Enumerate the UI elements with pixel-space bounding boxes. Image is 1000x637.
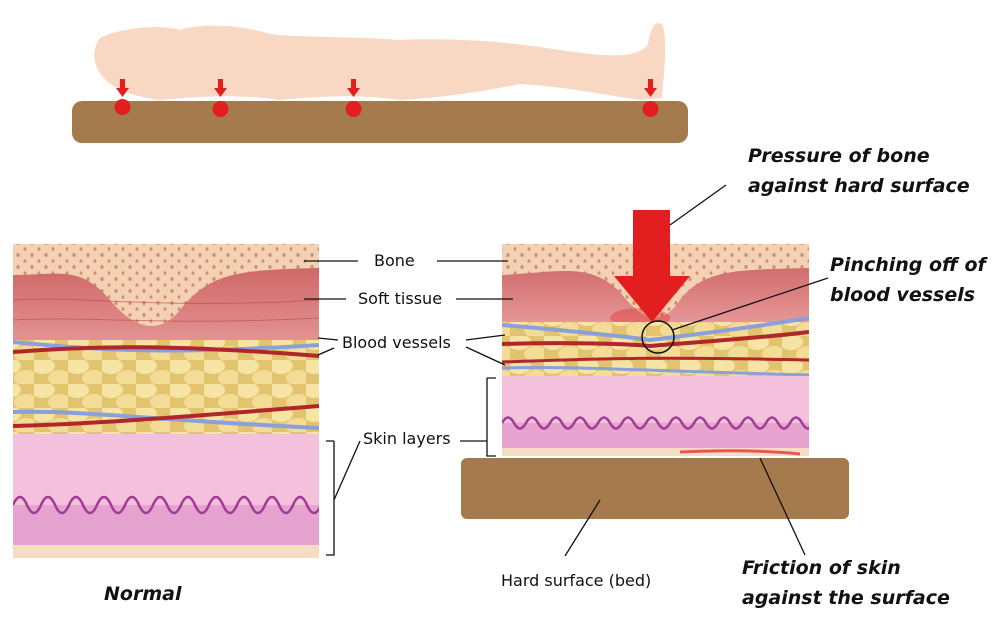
pressure-point-hip xyxy=(345,79,362,117)
label-blood-vessels: Blood vessels xyxy=(342,333,451,352)
label-normal: Normal xyxy=(104,583,182,605)
label-pressure: Pressure of bone against hard surface xyxy=(748,141,970,201)
label-friction-line1: Friction of skin xyxy=(742,557,901,579)
pressure-point-heel xyxy=(642,79,659,117)
leader-lines xyxy=(304,184,829,557)
label-pinching-line1: Pinching off of xyxy=(830,254,986,276)
bed-top xyxy=(72,101,688,143)
pressure-arrow xyxy=(614,210,690,322)
label-skin-layers: Skin layers xyxy=(363,429,451,448)
label-bone: Bone xyxy=(374,251,415,270)
body-silhouette xyxy=(94,23,666,100)
label-soft-tissue: Soft tissue xyxy=(358,289,443,308)
label-pinching: Pinching off of blood vessels xyxy=(830,250,986,310)
label-friction: Friction of skin against the surface xyxy=(742,553,950,613)
pressure-point-shoulder xyxy=(212,79,229,117)
compressed-tissue-panel xyxy=(502,244,809,456)
label-pressure-line1: Pressure of bone xyxy=(748,145,930,167)
label-friction-line2: against the surface xyxy=(742,587,950,609)
label-pinching-line2: blood vessels xyxy=(830,284,976,306)
label-hard-surface: Hard surface (bed) xyxy=(501,571,652,590)
label-pressure-line2: against hard surface xyxy=(748,175,970,197)
pinch-highlight-circle xyxy=(641,320,675,354)
normal-tissue-panel xyxy=(13,244,319,558)
pressure-points xyxy=(114,79,659,117)
pressure-point-head xyxy=(114,79,131,115)
hard-surface-bed xyxy=(461,458,849,519)
